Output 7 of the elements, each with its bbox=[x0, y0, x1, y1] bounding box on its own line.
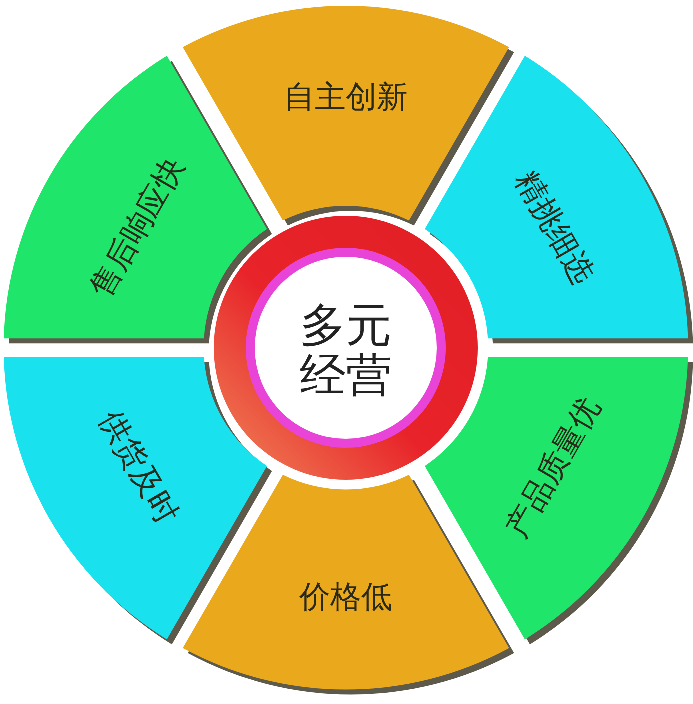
segment-label: 自主创新 bbox=[284, 82, 408, 114]
segment-label: 精挑细选 bbox=[509, 166, 598, 290]
segment-label: 售后响应快 bbox=[86, 153, 190, 303]
segment-label: 产品质量优 bbox=[502, 393, 606, 543]
center-label: 多元经营 bbox=[299, 300, 393, 400]
segment-label: 供货及时 bbox=[94, 406, 183, 530]
segment-label: 价格低 bbox=[299, 582, 392, 614]
